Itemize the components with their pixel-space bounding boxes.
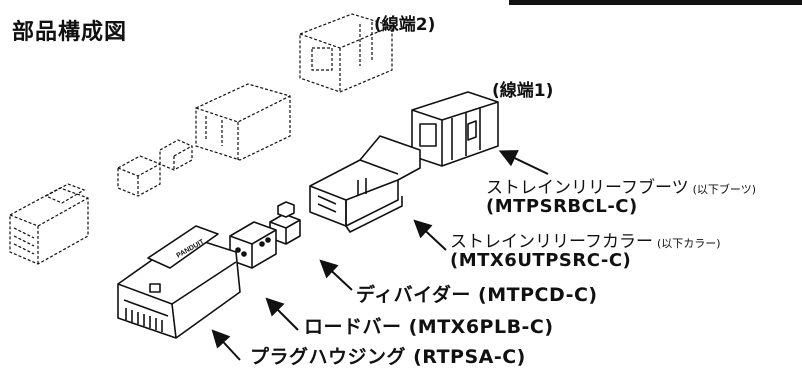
collar-callout: ストレインリリーフカラー(以下カラー) (MTX6UTPSRC-C): [450, 232, 721, 271]
collar-code: (MTX6UTPSRC-C): [450, 249, 632, 271]
end1-assembly: [117, 91, 499, 339]
loadbar-label: ロードバー (MTX6PLB-C): [304, 316, 554, 338]
collar-note: (以下カラー): [656, 237, 721, 250]
housing-arrow: [211, 329, 241, 361]
divider-arrow: [319, 259, 353, 291]
boot-code: (MTPSRBCL-C): [486, 195, 638, 217]
boot-arrow: [498, 150, 549, 175]
divider-callout: ディバイダー (MTPCD-C): [356, 284, 598, 306]
collar-shape: [309, 135, 421, 233]
collar-name: ストレインリリーフカラー: [450, 232, 653, 252]
end1-label: (線端1): [492, 81, 554, 101]
boot-note: (以下ブーツ): [692, 183, 757, 196]
housing-callout: プラグハウジング (RTPSA-C): [250, 346, 526, 368]
loadbar-callout: ロードバー (MTX6PLB-C): [304, 316, 554, 338]
end2-boot: [299, 13, 393, 93]
divider-label: ディバイダー (MTPCD-C): [356, 284, 598, 306]
end2-assembly: [9, 13, 393, 265]
loadbar-arrow: [265, 297, 299, 331]
end2-loadbar: [117, 155, 161, 197]
boot-name: ストレインリリーフブーツ: [486, 178, 689, 198]
end2-divider: [159, 139, 193, 171]
divider-shape: [269, 201, 301, 245]
boot-shape: [411, 91, 499, 167]
boot-callout: ストレインリリーフブーツ(以下ブーツ) (MTPSRBCL-C): [486, 178, 757, 217]
housing-shape: [117, 225, 241, 339]
collar-arrow: [413, 219, 447, 251]
diagram-title: 部品構成図: [12, 20, 128, 45]
housing-label: プラグハウジング (RTPSA-C): [250, 346, 526, 368]
header-rule: [509, 0, 802, 5]
end2-housing: [9, 183, 89, 265]
end2-collar: [195, 83, 291, 161]
end2-label: (線端2): [374, 15, 436, 35]
